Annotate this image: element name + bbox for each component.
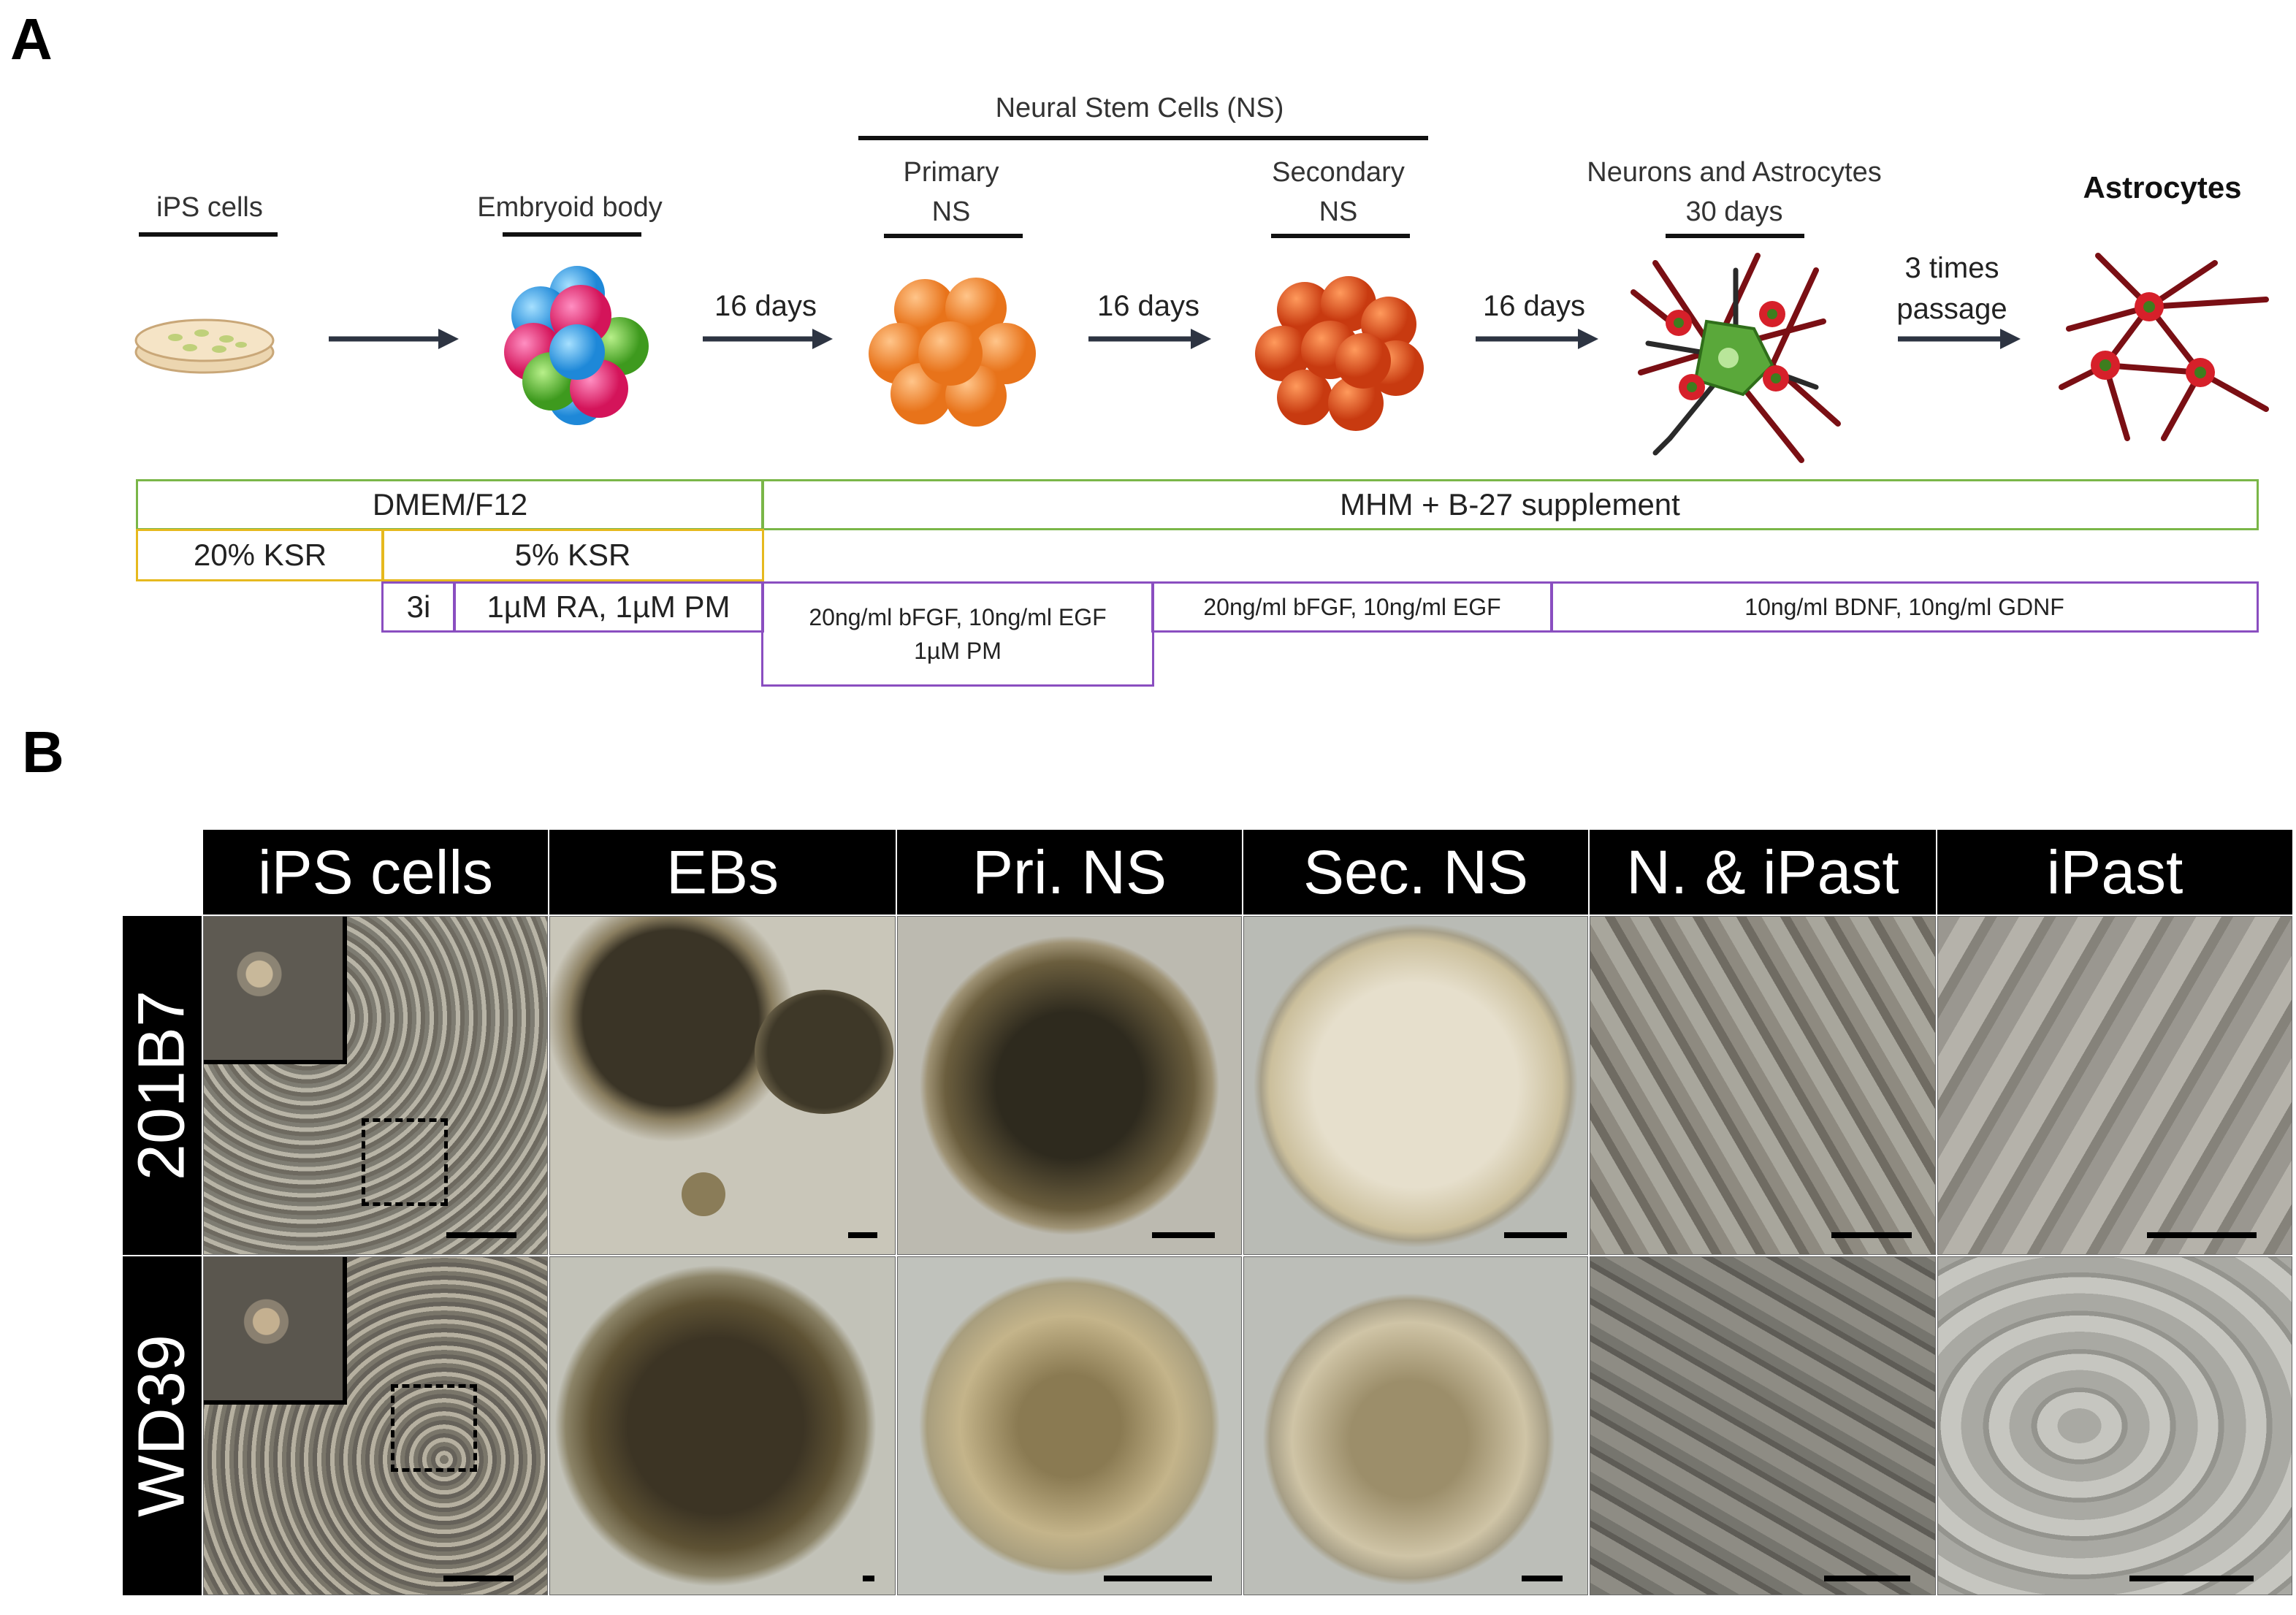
micrograph-wd39-sec-ns — [1243, 1256, 1588, 1595]
media-fgf-egf-pm-line1: 20ng/ml bFGF, 10ng/ml EGF — [809, 603, 1107, 630]
primary-ns-label-2: NS — [931, 196, 971, 227]
eb-small-blob — [682, 1172, 725, 1216]
scale-bar — [443, 1576, 514, 1581]
arrow-1-icon — [329, 329, 459, 349]
scale-bar — [2147, 1232, 2257, 1238]
media-ksr5-box: 5% KSR — [381, 529, 764, 581]
micrograph-wd39-ebs — [549, 1256, 896, 1595]
micrograph-wd39-pri-ns — [897, 1256, 1242, 1595]
panel-b-letter: B — [22, 719, 64, 784]
inset-source-box — [362, 1118, 448, 1206]
secondary-ns-icon — [1255, 276, 1424, 431]
column-header-n-ipast: N. & iPast — [1590, 830, 1936, 915]
media-fgf-egf-pm-line2: 1µM PM — [914, 638, 1002, 664]
ns-group-underline — [858, 136, 1428, 140]
scale-bar — [1522, 1576, 1563, 1581]
panel-a-letter: A — [10, 7, 53, 72]
media-fgf-egf-pm-box: 20ng/ml bFGF, 10ng/ml EGF 1µM PM — [761, 581, 1154, 687]
primary-ns-label-1: Primary — [903, 157, 999, 188]
row-label-wd39: WD39 — [123, 1256, 202, 1595]
neurons-label-1: Neurons and Astrocytes — [1587, 157, 1882, 188]
micrograph-wd39-ips — [203, 1256, 548, 1595]
media-3i-box: 3i — [381, 581, 456, 633]
ips-underline — [139, 232, 278, 237]
scale-bar — [1824, 1576, 1910, 1581]
column-header-pri-ns: Pri. NS — [897, 830, 1242, 915]
scale-bar — [1504, 1232, 1567, 1238]
row-label-201b7: 201B7 — [123, 916, 202, 1255]
micrograph-201b7-ips — [203, 916, 548, 1255]
eb-blob — [755, 990, 893, 1114]
media-ksr20-box: 20% KSR — [136, 529, 384, 581]
column-header-ipast: iPast — [1937, 830, 2292, 915]
scale-bar — [2129, 1576, 2254, 1581]
scale-bar — [1152, 1232, 1215, 1238]
arrow-5-label-2: passage — [1896, 293, 2007, 325]
arrow-2-label: 16 days — [714, 290, 817, 322]
ips-cells-label: iPS cells — [156, 192, 263, 223]
media-ra-pm-box: 1µM RA, 1µM PM — [453, 581, 764, 633]
scale-bar — [848, 1232, 877, 1238]
arrow-2-icon — [703, 329, 833, 349]
neurons-astrocytes-icon — [1631, 253, 1841, 463]
micrograph-201b7-sec-ns — [1243, 916, 1588, 1255]
secondary-ns-label-1: Secondary — [1272, 157, 1405, 188]
astrocytes-label: Astrocytes — [2083, 170, 2242, 205]
micrograph-wd39-n-ipast — [1590, 1256, 1936, 1595]
neurons-underline — [1666, 234, 1804, 238]
inset-zoom — [204, 1257, 347, 1405]
arrow-3-label: 16 days — [1096, 290, 1200, 322]
primary-ns-icon — [869, 278, 1036, 427]
primary-underline — [884, 234, 1023, 238]
column-header-ebs: EBs — [549, 830, 896, 915]
embryoid-body-label: Embryoid body — [477, 192, 663, 223]
arrow-5-icon — [1898, 329, 2021, 349]
arrow-5-label-1: 3 times — [1904, 252, 1999, 284]
embryoid-body-icon — [504, 266, 649, 425]
scale-bar — [863, 1576, 874, 1581]
micrograph-201b7-ipast — [1937, 916, 2292, 1255]
media-dmem-box: DMEM/F12 — [136, 479, 764, 530]
eb-underline — [503, 232, 641, 237]
scale-bar — [1104, 1576, 1212, 1581]
micrograph-201b7-pri-ns — [897, 916, 1242, 1255]
secondary-ns-label-2: NS — [1319, 196, 1358, 227]
media-mhm-box: MHM + B-27 supplement — [761, 479, 2259, 530]
micrograph-201b7-ebs — [549, 916, 896, 1255]
media-fgf-egf-box: 20ng/ml bFGF, 10ng/ml EGF — [1151, 581, 1553, 633]
column-header-ips-cells: iPS cells — [203, 830, 548, 915]
scale-bar — [1831, 1232, 1912, 1238]
column-header-sec-ns: Sec. NS — [1243, 830, 1588, 915]
arrow-4-label: 16 days — [1482, 290, 1586, 322]
micrograph-wd39-ipast — [1937, 1256, 2292, 1595]
micrograph-201b7-n-ipast — [1590, 916, 1936, 1255]
ns-group-label: Neural Stem Cells (NS) — [995, 93, 1284, 123]
media-bdnf-gdnf-box: 10ng/ml BDNF, 10ng/ml GDNF — [1550, 581, 2259, 633]
secondary-underline — [1271, 234, 1410, 238]
arrow-3-icon — [1088, 329, 1211, 349]
inset-source-box — [391, 1384, 477, 1472]
neurons-label-2: 30 days — [1685, 196, 1783, 227]
astrocytes-icon — [2059, 253, 2269, 441]
scale-bar — [446, 1232, 516, 1238]
inset-zoom — [204, 917, 347, 1064]
petri-dish-icon — [134, 318, 275, 374]
arrow-4-icon — [1476, 329, 1598, 349]
